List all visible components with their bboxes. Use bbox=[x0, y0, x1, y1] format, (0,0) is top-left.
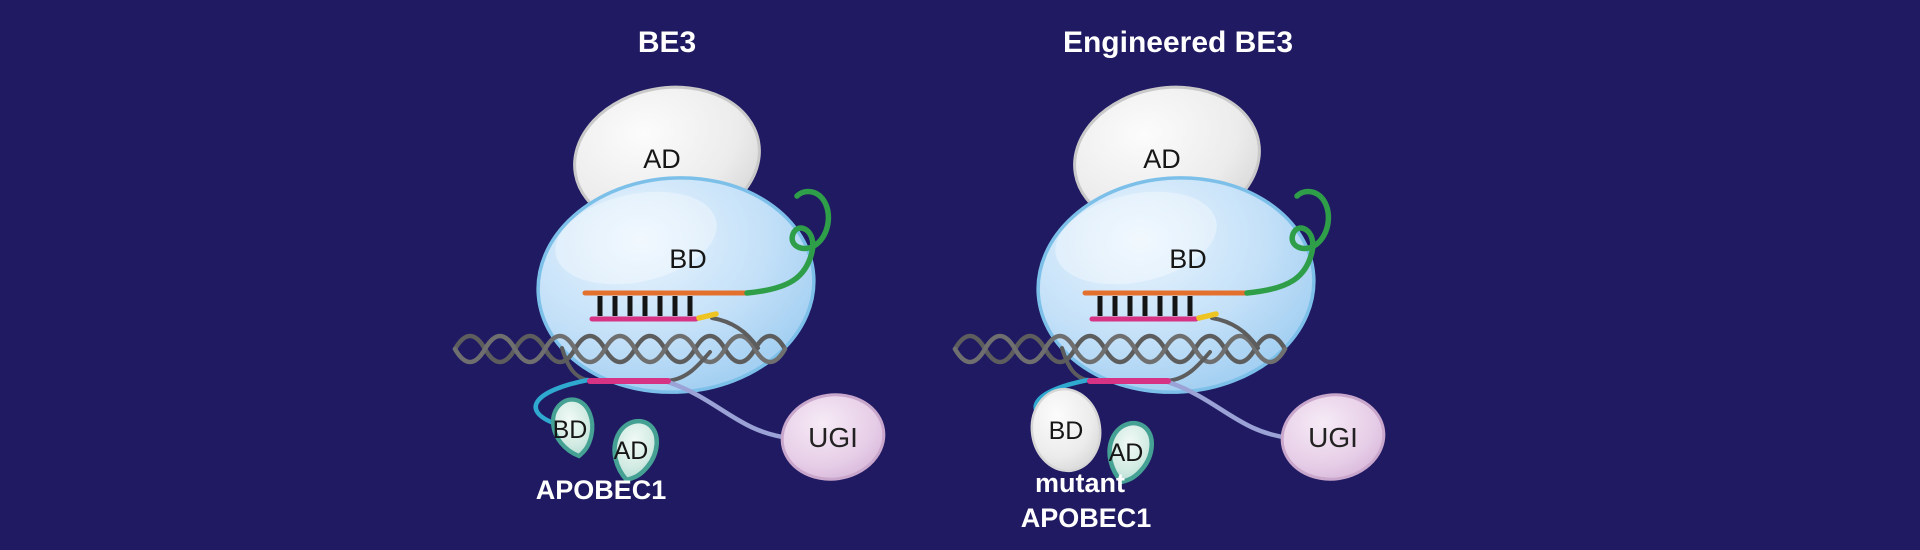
sgrna-scaffold bbox=[744, 188, 832, 296]
mutant-apobec1-bd-domain bbox=[1030, 387, 1102, 473]
dna-strand-2 bbox=[452, 333, 788, 365]
right-apobec-bd-label: BD bbox=[1049, 417, 1084, 445]
ugi-protein bbox=[1280, 393, 1386, 481]
dna-connector-duplex bbox=[1210, 316, 1260, 350]
dna-strand-1 bbox=[952, 333, 1288, 365]
ugi-protein bbox=[780, 393, 886, 481]
be3-complex: BE3 AD BD BD AD APOBEC1 UGI bbox=[452, 26, 886, 505]
left-apobec-name: APOBEC1 bbox=[536, 475, 667, 505]
right-ugi-label: UGI bbox=[1308, 422, 1358, 453]
ugi-linker bbox=[665, 379, 793, 441]
engineered-be3-complex: Engineered BE3 AD BD BD AD mutant APOBEC… bbox=[952, 26, 1386, 533]
ugi-linker bbox=[1165, 379, 1293, 441]
dna-strand-2 bbox=[952, 333, 1288, 365]
left-ugi-label: UGI bbox=[808, 422, 858, 453]
sgrna-scaffold bbox=[1244, 188, 1332, 296]
dna-double-helix bbox=[452, 333, 788, 365]
dna-strand-1 bbox=[452, 333, 788, 365]
complex-core bbox=[952, 85, 1386, 481]
mutant-apobec1-protein bbox=[1030, 387, 1156, 487]
base-pairing-teeth bbox=[1097, 296, 1193, 316]
right-panel-title: Engineered BE3 bbox=[1063, 26, 1293, 59]
right-ad-label: AD bbox=[1143, 144, 1181, 174]
base-pairing-teeth bbox=[597, 296, 693, 316]
left-panel-title: BE3 bbox=[638, 26, 696, 59]
apobec-linker bbox=[533, 377, 591, 427]
pam-site bbox=[1196, 311, 1219, 321]
right-bd-label: BD bbox=[1169, 244, 1207, 274]
right-apobec-name-line2: APOBEC1 bbox=[1021, 503, 1152, 533]
left-apobec-bd-label: BD bbox=[553, 416, 588, 444]
dna-double-helix bbox=[952, 333, 1288, 365]
pam-site bbox=[696, 311, 719, 321]
dna-connector-duplex bbox=[710, 316, 760, 350]
cas9-highlight bbox=[1055, 191, 1217, 285]
right-apobec-ad-label: AD bbox=[1109, 439, 1144, 467]
right-apobec-name-line1: mutant bbox=[1035, 468, 1125, 498]
cas9-highlight bbox=[555, 191, 717, 285]
left-ad-label: AD bbox=[643, 144, 681, 174]
complex-core bbox=[452, 85, 886, 481]
left-bd-label: BD bbox=[669, 244, 707, 274]
left-apobec-ad-label: AD bbox=[614, 437, 649, 465]
